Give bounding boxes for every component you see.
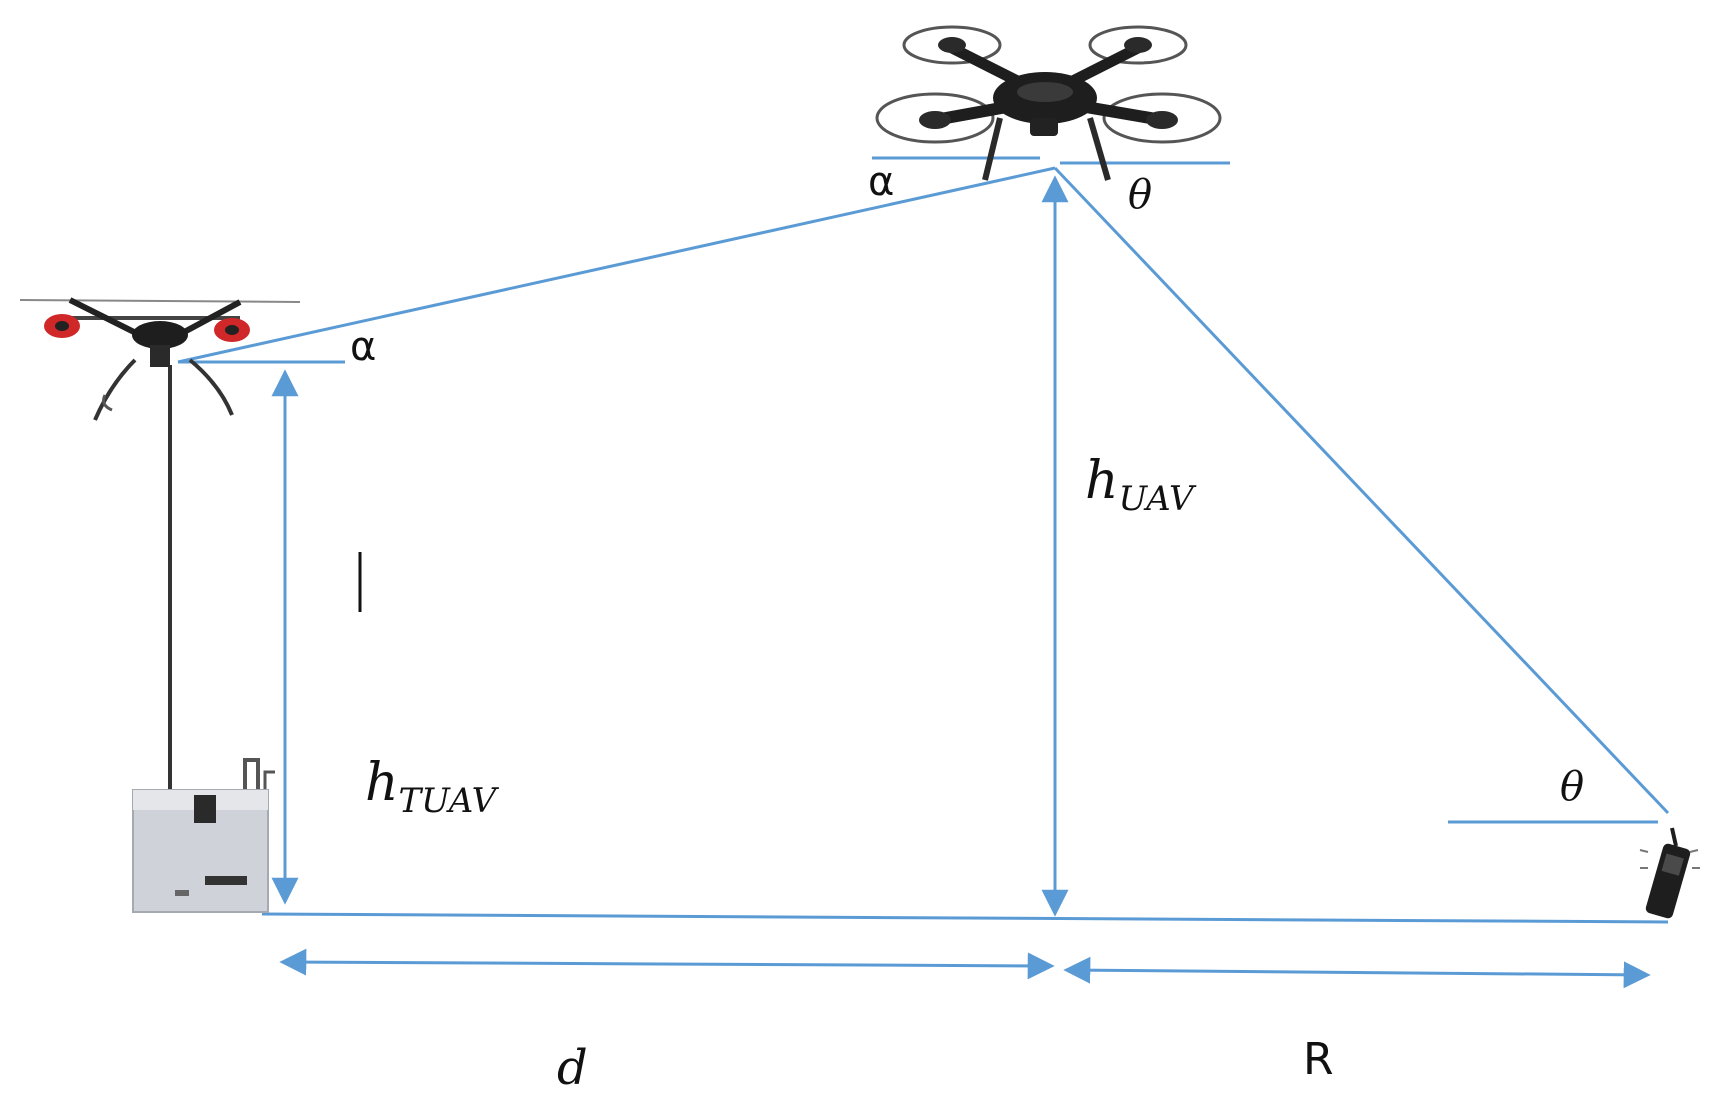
alpha-label-tuav: α — [350, 324, 376, 370]
ground-line — [261, 912, 1669, 924]
mobile-phone-icon — [1639, 827, 1700, 919]
theta-label-user: θ — [1560, 764, 1584, 810]
quadcopter-drone-icon — [875, 25, 1222, 181]
d-arrow — [279, 948, 1055, 980]
h-tuav-label: hTUAV — [365, 753, 500, 821]
d-label: d — [557, 1040, 588, 1096]
diagram-labels: α α θ θ hUAV hTUAV d R — [350, 159, 1584, 1096]
uav-user-link — [1053, 166, 1670, 815]
r-label: R — [1303, 1034, 1334, 1085]
tethered-drone-icon — [19, 297, 301, 421]
h-uav-label: hUAV — [1085, 451, 1197, 519]
theta-label-uav: θ — [1128, 172, 1152, 218]
ground-station-icon — [132, 365, 275, 913]
r-arrow — [1063, 956, 1651, 989]
dimension-arrows — [271, 175, 1651, 989]
alpha-label-uav: α — [868, 159, 894, 205]
tuav-uav-link — [177, 166, 1056, 364]
geometry-lines — [177, 156, 1670, 924]
